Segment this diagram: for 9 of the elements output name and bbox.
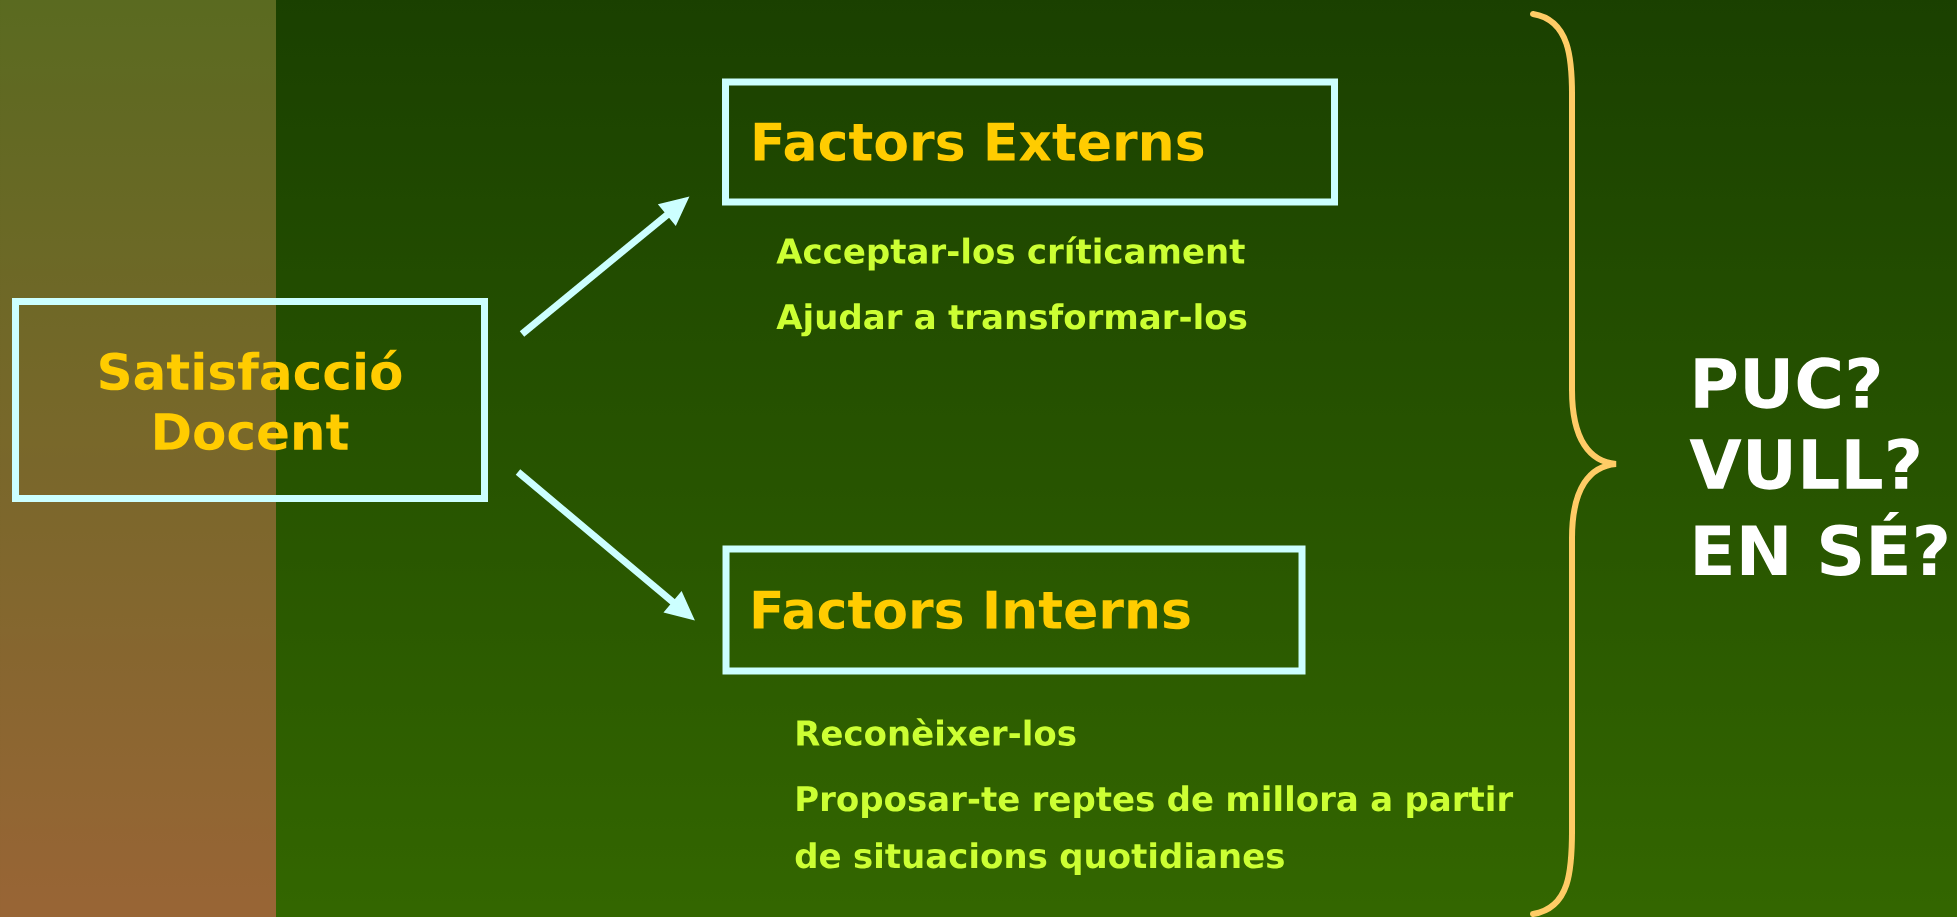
title-box: Factors Externs bbox=[722, 78, 1338, 206]
question-text: EN SÉ? bbox=[1695, 512, 1947, 576]
caption-text: Ajudar a transformar-los bbox=[776, 303, 1247, 337]
caption-text: Reconèixer-los bbox=[797, 718, 1076, 746]
question-text: VULL? bbox=[1689, 438, 1919, 490]
question-text: PUC? bbox=[1695, 357, 1880, 409]
title-box: Factors Interns bbox=[722, 545, 1306, 675]
caption-text: Proposar-te reptes de millora a partir de situacions quotidianes bbox=[795, 785, 1514, 876]
caption-text: Acceptar-los críticament bbox=[776, 236, 1245, 271]
